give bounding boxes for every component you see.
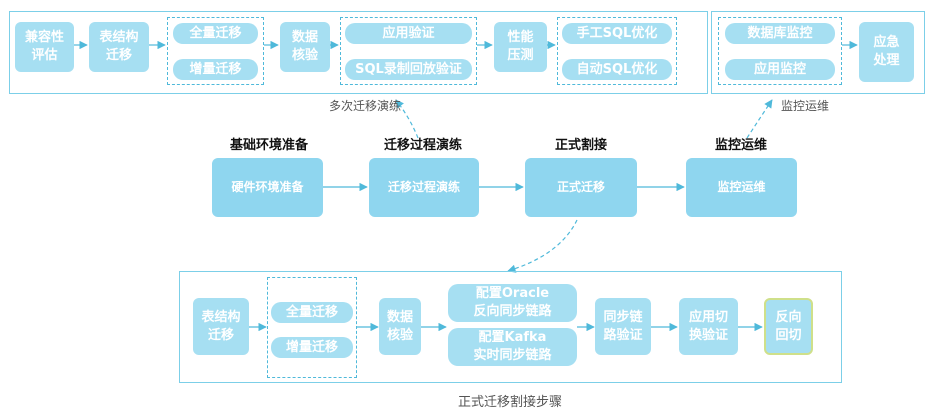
- rehearsal-frame: [9, 11, 708, 94]
- sync-verify-box: 同步链 路验证: [595, 298, 651, 355]
- monitor-group: [718, 17, 842, 85]
- rehearsal-box: 迁移过程演练: [369, 158, 479, 217]
- compat-eval-box: 兼容性 评估: [15, 22, 74, 72]
- dashed-link-to-rehearsal: [395, 99, 419, 139]
- emergency-box: 应急 处理: [859, 22, 914, 82]
- hardware-prep-box: 硬件环境准备: [212, 158, 323, 217]
- cut-full-box: 全量迁移: [271, 302, 353, 323]
- sql-opt-group: [557, 17, 677, 85]
- cut-verify-box: 数据 核验: [379, 298, 421, 355]
- cutover-frame: [179, 271, 842, 383]
- oracle-sync-box: 配置Oracle 反向同步链路: [448, 284, 577, 322]
- monitor-frame: [711, 11, 925, 94]
- rehearsal-label: 多次迁移演练: [328, 99, 401, 113]
- rollback-box: 反向 回切: [764, 298, 813, 355]
- incr-migrate-box: 增量迁移: [173, 59, 258, 80]
- sql-replay-box: SQL录制回放验证: [345, 59, 472, 80]
- formal-migrate-box: 正式迁移: [525, 158, 637, 217]
- cut-schema-box: 表结构 迁移: [193, 298, 249, 355]
- perf-test-box: 性能 压测: [494, 22, 547, 72]
- stage-cutover: 正式割接: [554, 138, 607, 153]
- full-migrate-box: 全量迁移: [173, 23, 258, 44]
- validation-group: [340, 17, 477, 85]
- app-verify-box: 应用验证: [345, 23, 472, 44]
- app-monitor-box: 应用监控: [725, 59, 835, 80]
- dashed-link-to-cutover: [507, 219, 578, 273]
- migrate-group: [167, 17, 264, 85]
- cutover-label: 正式迁移割接步骤: [457, 395, 562, 410]
- stage-env-prep: 基础环境准备: [229, 138, 308, 153]
- cut-incr-box: 增量迁移: [271, 337, 353, 358]
- manual-sql-box: 手工SQL优化: [562, 23, 672, 44]
- auto-sql-box: 自动SQL优化: [562, 59, 672, 80]
- dashed-link-to-monitor: [746, 99, 773, 139]
- monitor-label: 监控运维: [780, 99, 829, 113]
- db-monitor-box: 数据库监控: [725, 23, 835, 44]
- stage-rehearsal: 迁移过程演练: [383, 138, 462, 153]
- data-verify-box: 数据 核验: [280, 22, 330, 72]
- kafka-sync-box: 配置Kafka 实时同步链路: [448, 328, 577, 366]
- app-switch-box: 应用切 换验证: [679, 298, 738, 355]
- cut-migrate-group: [267, 277, 357, 378]
- schema-migrate-box: 表结构 迁移: [89, 22, 149, 72]
- stage-monitor: 监控运维: [714, 138, 767, 153]
- monitor-ops-box: 监控运维: [686, 158, 797, 217]
